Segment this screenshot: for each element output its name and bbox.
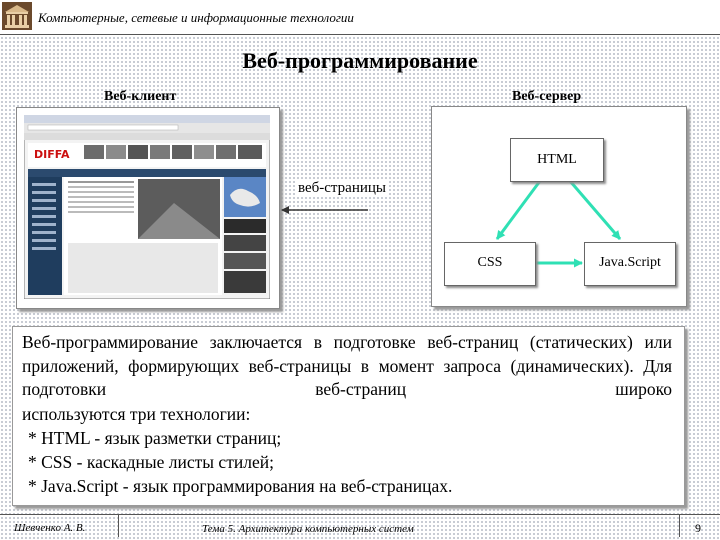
footer-divider [0,514,720,515]
html-js-arrow [561,172,622,240]
javascript-box: Java.Script [584,242,676,286]
description-box [12,326,685,506]
description-subline: используются три технологии: [22,404,251,424]
page-number: 9 [695,521,701,535]
header-divider [0,34,720,35]
website-screenshot-icon: DIFFA [24,115,270,299]
list-item: * CSS - каскадные листы стилей; [28,452,274,472]
css-box: CSS [444,242,536,286]
header-title: Компьютерные, сетевые и информационные т… [38,10,354,25]
slide-title: Веб-программирование [242,48,478,73]
footer-author: Шевченко А. В. [14,522,86,534]
html-css-arrow [495,171,549,240]
svg-text:DIFFA: DIFFA [34,148,70,161]
web-client-label: Веб-клиент [104,89,177,104]
html-box: HTML [510,138,604,182]
description-paragraph: Веб-программирование заключается в подго… [22,332,672,399]
footer-separator [118,515,119,537]
footer-separator [679,515,680,537]
header-bar [0,0,720,34]
university-building-icon [2,2,32,30]
list-item: * HTML - язык разметки страниц; [28,428,282,448]
footer-topic: Тема 5. Архитектура компьютерных систем [202,523,414,535]
web-server-label: Веб-сервер [512,89,582,104]
list-item: * Java.Script - язык программирования на… [28,476,453,496]
web-pages-label: веб-страницы [296,180,388,197]
